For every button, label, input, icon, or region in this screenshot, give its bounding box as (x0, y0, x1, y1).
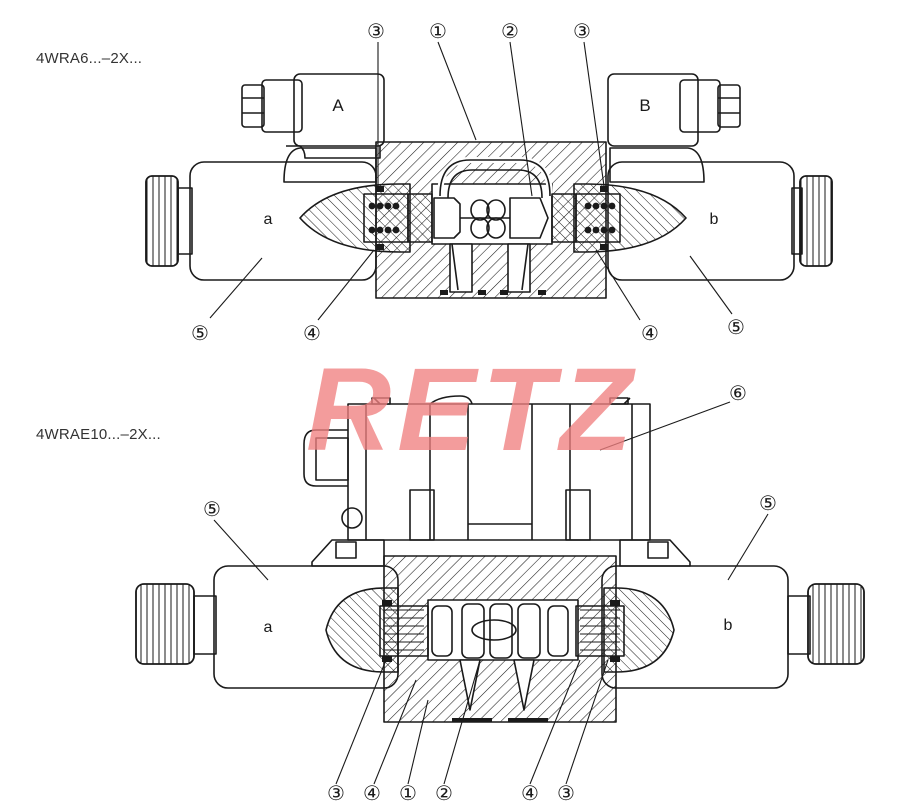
callout-top-4-right: ④ (641, 323, 659, 345)
manual-override-left-bottom (135, 583, 217, 665)
callout-top-2: ② (501, 21, 519, 43)
spring-right-bottom (575, 605, 625, 657)
manual-override-right (791, 175, 833, 267)
callout-top-4-left: ④ (303, 323, 321, 345)
solenoid-plug-a (241, 73, 385, 183)
plug-label-a: A (332, 96, 344, 115)
callout-top-5-right: ⑤ (727, 317, 745, 339)
spring-left-bottom (379, 605, 429, 657)
coil-label-b-bottom: b (724, 617, 733, 634)
callout-bottom-5-left: ⑤ (203, 499, 221, 521)
model-label-4wrae10: 4WRAE10...–2X... (36, 426, 161, 443)
model-label-4wra6: 4WRA6...–2X... (36, 50, 143, 67)
spring-left (368, 202, 400, 234)
manual-override-left (145, 175, 193, 267)
callout-bottom-3-right: ③ (557, 783, 575, 805)
electrical-connector (303, 429, 363, 529)
callout-bottom-4-left: ④ (363, 783, 381, 805)
callout-bottom-3-left: ③ (327, 783, 345, 805)
spool-top (433, 197, 549, 239)
solenoid-plug-b (607, 73, 741, 183)
coil-label-a: a (264, 211, 273, 228)
plug-label-b: B (639, 96, 650, 115)
coil-label-a-bottom: a (264, 619, 273, 636)
callout-bottom-4-right: ④ (521, 783, 539, 805)
callout-bottom-2: ② (435, 783, 453, 805)
callout-top-3-left: ③ (367, 21, 385, 43)
callout-bottom-1: ① (399, 783, 417, 805)
callout-top-1: ① (429, 21, 447, 43)
watermark-logo: RETZ (306, 344, 638, 476)
manual-override-right-bottom (787, 583, 865, 665)
callout-top-5-left: ⑤ (191, 323, 209, 345)
callout-bottom-5-right: ⑤ (759, 493, 777, 515)
coil-label-b: b (710, 211, 719, 228)
spring-right (584, 202, 616, 234)
callout-top-3-right: ③ (573, 21, 591, 43)
spool-bottom (431, 603, 569, 659)
callout-bottom-6: ⑥ (729, 383, 747, 405)
